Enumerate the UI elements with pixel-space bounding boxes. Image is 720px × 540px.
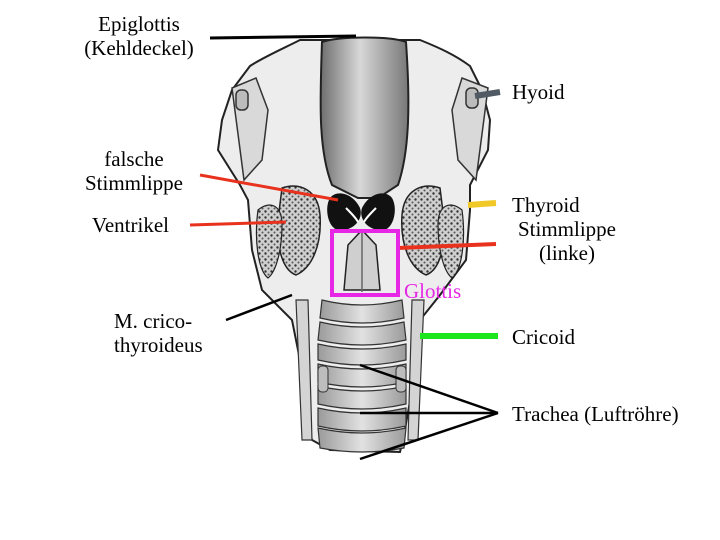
label-hyoid: Hyoid	[512, 80, 565, 104]
label-cricothyroideus-line1: M. crico-	[114, 309, 193, 333]
hyoid-pointer	[474, 89, 501, 99]
label-falsche-line2: Stimmlippe	[84, 171, 183, 195]
thyroid-pointer	[467, 200, 497, 208]
label-stimmlippe-line2: (linke)	[539, 241, 595, 265]
label-thyroid-stimmlippe: Thyroid Stimmlippe (linke)	[506, 193, 628, 265]
label-falsche-stimmlippe: falsche Stimmlippe	[70, 147, 198, 195]
epiglottis-pointer	[209, 34, 357, 40]
trachea-pointer-3	[359, 411, 499, 461]
cricothyroideus-pointer	[225, 293, 293, 322]
label-cricothyroideus: M. crico- thyroideus	[114, 309, 203, 357]
label-epiglottis-line1: Epiglottis	[98, 12, 180, 36]
false-vocal-fold-right	[361, 193, 395, 231]
glottis-box	[330, 229, 400, 297]
trachea-pointer-1	[359, 363, 499, 415]
false-vocal-fold-left	[327, 193, 361, 231]
stimmlippe-pointer	[397, 242, 497, 250]
label-epiglottis-line2: (Kehldeckel)	[84, 36, 194, 60]
label-ventrikel: Ventrikel	[92, 213, 169, 237]
epiglottis-shape	[319, 36, 410, 199]
label-glottis: Glottis	[404, 279, 462, 303]
falsche-stimmlippe-pointer	[199, 173, 339, 202]
label-cricothyroideus-line2: thyroideus	[114, 333, 203, 357]
label-stimmlippe-line1: Stimmlippe	[517, 217, 616, 241]
label-trachea: Trachea (Luftröhre)	[512, 402, 679, 426]
label-falsche-line1: falsche	[104, 147, 164, 171]
label-epiglottis: Epiglottis (Kehldeckel)	[72, 12, 206, 60]
label-thyroid: Thyroid	[512, 193, 580, 217]
label-cricoid: Cricoid	[512, 325, 575, 349]
ventrikel-pointer	[189, 220, 287, 227]
